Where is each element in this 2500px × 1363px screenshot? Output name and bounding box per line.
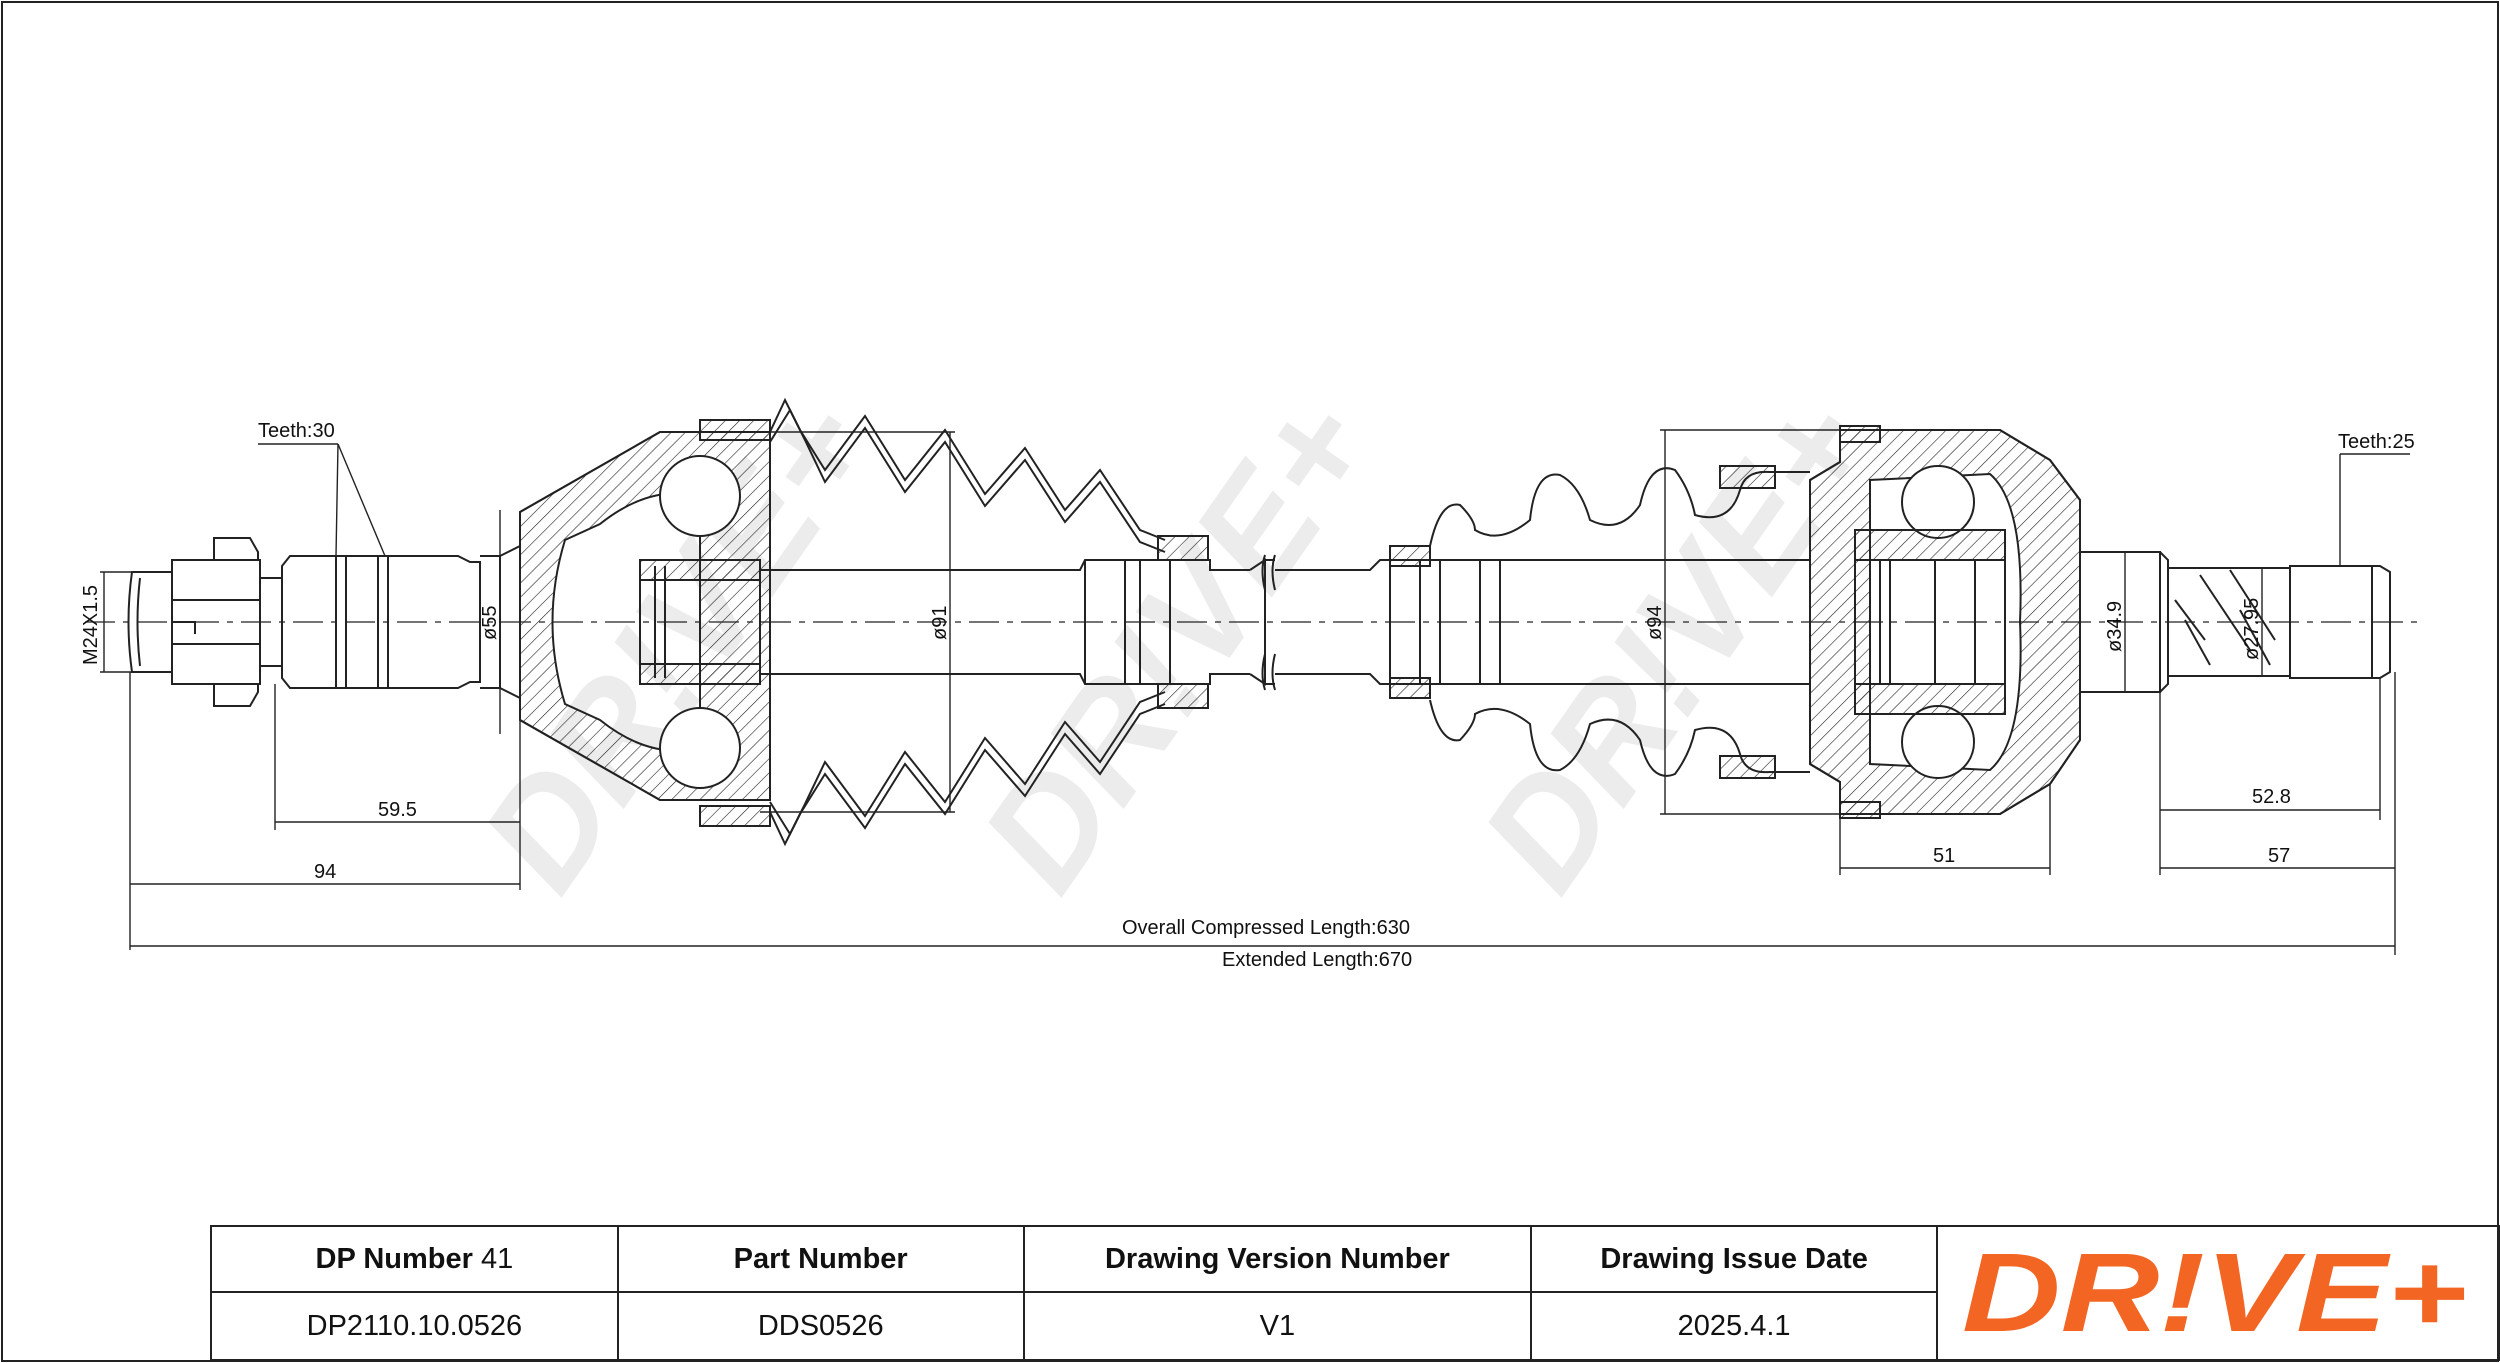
len-51-label: 51 (1933, 845, 1955, 867)
version-header: Drawing Version Number (1022, 1225, 1533, 1293)
dia-91-label: ø91 (929, 606, 951, 640)
drive-shaft (760, 554, 1810, 691)
overall-length-label: Overall Compressed Length:630 (1122, 917, 1410, 939)
outer-boot (769, 397, 1209, 847)
dp-number-label: DP Number (315, 1242, 473, 1275)
len-57-label: 57 (2268, 845, 2290, 867)
dimension-lines (100, 429, 2410, 955)
dia-55-label: ø55 (479, 606, 501, 640)
issue-date-value: 2025.4.1 (1530, 1291, 1938, 1361)
dp-number-header: DP Number 41 (210, 1225, 619, 1293)
dimension-labels: Teeth:30 Teeth:25 M24X1.5 ø55 ø91 ø94 ø3… (80, 420, 2415, 971)
dp-number-value: DP2110.10.0526 (210, 1291, 619, 1361)
part-number-header: Part Number (616, 1225, 1025, 1293)
version-value: V1 (1022, 1291, 1533, 1361)
inner-boot (1389, 465, 1810, 779)
title-block: DP Number 41 Part Number Drawing Version… (210, 1225, 2500, 1361)
len-52-8-label: 52.8 (2252, 786, 2291, 808)
dia-34-9-label: ø34.9 (2104, 601, 2126, 652)
inner-cv-joint (1809, 425, 2081, 819)
len-94-label: 94 (314, 861, 336, 883)
teeth-right-label: Teeth:25 (2338, 431, 2415, 453)
logo-cell: DR!VE+ (1935, 1225, 2500, 1361)
logo-text: DR!VE+ (1962, 1236, 2467, 1346)
dia-27-95-label: ø27.95 (2241, 598, 2263, 660)
dia-94-label: ø94 (1644, 606, 1666, 640)
outer-cv-joint (519, 419, 771, 827)
teeth-left-label: Teeth:30 (258, 420, 335, 442)
dp-number-suffix: 41 (481, 1242, 514, 1275)
right-stub-shaft (2080, 551, 2391, 693)
thread-label: M24X1.5 (80, 585, 102, 665)
watermark-text-2: DR!VE+ (949, 368, 1405, 918)
len-59-5-label: 59.5 (378, 799, 417, 821)
issue-date-header: Drawing Issue Date (1530, 1225, 1938, 1293)
drive-logo: DR!VE+ (1962, 1230, 2467, 1355)
part-number-value: DDS0526 (616, 1291, 1025, 1361)
extended-length-label: Extended Length:670 (1222, 949, 1412, 971)
